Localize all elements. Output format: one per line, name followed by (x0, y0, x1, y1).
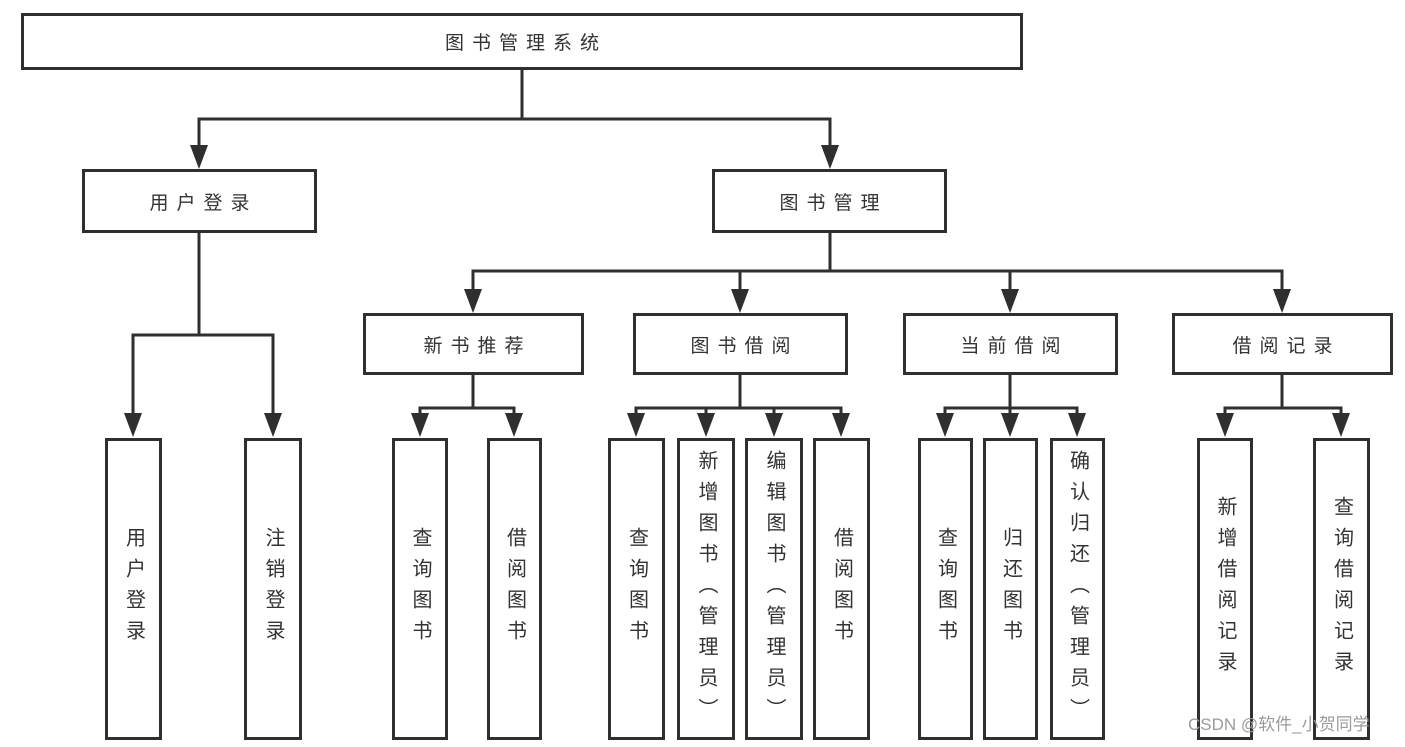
node-borrowing-records-label: 借阅记录 (1232, 335, 1341, 357)
leaf-query-books-borrowing: 查询图书 (608, 438, 665, 740)
leaf-return-books-label: 归还图书 (999, 527, 1022, 651)
leaf-return-books: 归还图书 (983, 438, 1038, 740)
leaf-query-books-recommend-label: 查询图书 (409, 527, 431, 651)
leaf-query-books-current: 查询图书 (918, 438, 973, 740)
node-new-book-recommendation-label: 新书推荐 (423, 335, 532, 357)
leaf-confirm-return-admin-label: 确认归还（管理员） (1066, 449, 1089, 729)
leaf-borrow-books-recommend: 借阅图书 (487, 438, 542, 740)
leaf-edit-book-admin-label: 编辑图书（管理员） (763, 449, 785, 729)
node-borrowing-records: 借阅记录 (1172, 313, 1393, 375)
leaf-query-borrow-record: 查询借阅记录 (1313, 438, 1370, 740)
node-user-login: 用户登录 (82, 169, 317, 233)
leaf-logout: 注销登录 (244, 438, 302, 740)
node-current-borrowing-label: 当前借阅 (960, 335, 1069, 357)
node-library-system-label: 图书管理系统 (444, 33, 607, 54)
leaf-confirm-return-admin: 确认归还（管理员） (1050, 438, 1105, 740)
leaf-logout-label: 注销登录 (262, 527, 284, 651)
watermark: CSDN @软件_小贺同学 (1188, 715, 1370, 734)
leaf-edit-book-admin: 编辑图书（管理员） (745, 438, 803, 740)
node-book-borrowing-label: 图书借阅 (690, 335, 799, 357)
node-new-book-recommendation: 新书推荐 (363, 313, 584, 375)
leaf-borrow-books-borrowing-label: 借阅图书 (830, 527, 853, 651)
leaf-query-borrow-record-label: 查询借阅记录 (1330, 496, 1353, 682)
leaf-add-borrow-record: 新增借阅记录 (1197, 438, 1253, 740)
leaf-add-book-admin: 新增图书（管理员） (677, 438, 735, 740)
node-book-management-label: 图书管理 (779, 192, 888, 214)
leaf-borrow-books-borrowing: 借阅图书 (813, 438, 870, 740)
leaf-query-books-borrowing-label: 查询图书 (625, 527, 648, 651)
leaf-query-books-current-label: 查询图书 (934, 527, 957, 651)
leaf-add-book-admin-label: 新增图书（管理员） (695, 449, 717, 729)
leaf-query-books-recommend: 查询图书 (392, 438, 448, 740)
node-current-borrowing: 当前借阅 (903, 313, 1118, 375)
node-book-management: 图书管理 (712, 169, 947, 233)
leaf-add-borrow-record-label: 新增借阅记录 (1214, 496, 1236, 682)
node-library-system: 图书管理系统 (21, 13, 1023, 70)
node-user-login-label: 用户登录 (149, 192, 258, 214)
node-book-borrowing: 图书借阅 (633, 313, 848, 375)
leaf-borrow-books-recommend-label: 借阅图书 (503, 527, 526, 651)
leaf-user-login-label: 用户登录 (122, 527, 145, 651)
leaf-user-login: 用户登录 (105, 438, 162, 740)
arrowhead-icons (124, 145, 1350, 437)
